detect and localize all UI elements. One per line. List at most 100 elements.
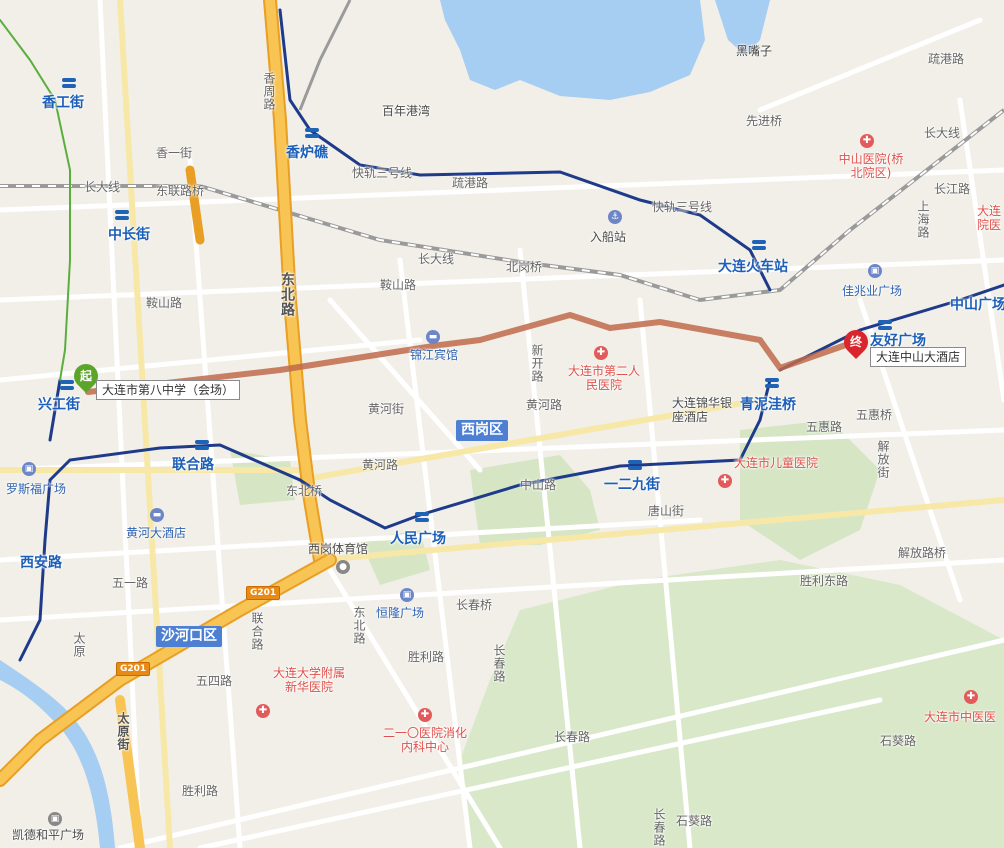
- route-line: [85, 312, 863, 395]
- start-pin[interactable]: 起: [69, 359, 103, 396]
- harbor-water-east: [715, 0, 770, 55]
- road-label: 东联路桥: [156, 184, 205, 198]
- hospital-icon: ✚: [718, 474, 732, 488]
- park-green-2: [740, 420, 880, 560]
- poi-label[interactable]: 黄河大酒店: [126, 526, 187, 540]
- road-label: 长春路: [652, 808, 666, 847]
- road-label: 东北路: [279, 272, 295, 317]
- metro-station-icon: [878, 320, 892, 330]
- road-label: 五惠路: [806, 420, 843, 434]
- mall-icon: ▣: [400, 588, 414, 602]
- hospital-label[interactable]: 大连市第二人民医院: [567, 364, 640, 392]
- park-green-3: [360, 530, 430, 585]
- station-label[interactable]: 中山广场: [950, 297, 1004, 313]
- station-label[interactable]: 兴工街: [38, 397, 80, 413]
- road-label: 香周路: [262, 72, 276, 111]
- road-label: 唐山街: [648, 504, 685, 518]
- road-label: 胜利东路: [800, 574, 849, 588]
- metro-station-icon: [415, 512, 429, 522]
- road-label: 五惠桥: [856, 408, 893, 422]
- river: [0, 660, 115, 848]
- poi-label[interactable]: 入船站: [590, 230, 627, 244]
- road-label: 长江路: [934, 182, 971, 196]
- highway-shield: G201: [116, 662, 151, 676]
- district-label-shahekou[interactable]: 沙河口区: [156, 626, 222, 647]
- poi-label[interactable]: 凯德和平广场: [12, 828, 85, 842]
- road-label: 长春路: [492, 644, 506, 683]
- mall-icon: ▣: [48, 812, 62, 826]
- hospital-icon: ✚: [594, 346, 608, 360]
- park-green-4: [230, 450, 295, 505]
- station-label[interactable]: 一二九街: [604, 477, 660, 493]
- poi-label[interactable]: 罗斯福广场: [6, 482, 67, 496]
- end-pin[interactable]: 终: [839, 325, 873, 362]
- poi-label[interactable]: 百年港湾: [382, 104, 431, 118]
- hospital-label[interactable]: 大连大学附属新华医院: [272, 666, 345, 694]
- station-label[interactable]: 香炉礁: [286, 145, 328, 161]
- road-label: 石葵路: [880, 734, 917, 748]
- station-label[interactable]: 人民广场: [390, 531, 446, 547]
- hospital-label[interactable]: 大连院医: [976, 204, 1001, 232]
- road-label: 五四路: [196, 674, 233, 688]
- metro-station-icon: [305, 128, 319, 138]
- road-label: 太原: [72, 632, 86, 658]
- road-label: 东北路: [352, 606, 366, 645]
- poi-label[interactable]: 西岗体育馆: [308, 542, 369, 556]
- hospital-icon: ✚: [418, 708, 432, 722]
- hospital-icon: ✚: [256, 704, 270, 718]
- railway-north: [298, 0, 352, 111]
- poi-label[interactable]: 大连锦华银座酒店: [672, 396, 733, 424]
- hotel-icon: ▬: [150, 508, 164, 522]
- end-pin-text: 终: [849, 335, 862, 349]
- station-label[interactable]: 大连火车站: [718, 259, 788, 275]
- road-label: 鞍山路: [380, 278, 417, 292]
- road-label: 解放街: [876, 440, 890, 479]
- road-label: 北岗桥: [506, 260, 543, 274]
- hotel-icon: ▬: [426, 330, 440, 344]
- district-label-xigang[interactable]: 西岗区: [456, 420, 508, 441]
- station-label[interactable]: 青泥洼桥: [740, 397, 796, 413]
- road-label: 黄河路: [526, 398, 563, 412]
- ferry-icon: ⚓: [608, 210, 622, 224]
- start-label[interactable]: 大连市第八中学（会场）: [96, 380, 241, 400]
- road-label: 新开路: [530, 344, 544, 383]
- road-label: 长大线: [418, 252, 455, 266]
- station-label[interactable]: 中长街: [108, 227, 150, 243]
- start-pin-text: 起: [79, 369, 92, 383]
- road-label: 胜利路: [182, 784, 219, 798]
- end-label[interactable]: 大连中山大酒店: [870, 347, 967, 367]
- station-label[interactable]: 联合路: [172, 457, 214, 473]
- poi-label[interactable]: 锦江宾馆: [410, 348, 459, 362]
- hospital-label[interactable]: 中山医院(桥北院区): [838, 152, 904, 180]
- metro-station-icon: [628, 460, 642, 470]
- station-label[interactable]: 友好广场: [870, 333, 926, 349]
- road-label: 疏港路: [928, 52, 965, 66]
- road-label: 胜利路: [408, 650, 445, 664]
- mall-icon: ▣: [868, 264, 882, 278]
- hospital-icon: ✚: [964, 690, 978, 704]
- metro-station-icon: [195, 440, 209, 450]
- poi-label[interactable]: 恒隆广场: [376, 606, 425, 620]
- metro-station-icon: [115, 210, 129, 220]
- hospital-label[interactable]: 大连市儿童医院: [734, 456, 819, 470]
- station-label[interactable]: 西安路: [20, 555, 62, 571]
- road-label: 上海路: [916, 200, 930, 239]
- hospital-icon: ✚: [860, 134, 874, 148]
- road-label: 快轨三号线: [652, 200, 713, 214]
- poi-label[interactable]: 佳兆业广场: [842, 284, 903, 298]
- hospital-label[interactable]: 二一〇医院消化内科中心: [382, 726, 467, 754]
- station-label[interactable]: 香工街: [42, 95, 84, 111]
- metro-station-icon: [62, 78, 76, 88]
- highway-shield: G201: [246, 586, 281, 600]
- road-label: 联合路: [250, 612, 264, 651]
- road-label: 五一路: [112, 576, 149, 590]
- hospital-label[interactable]: 大连市中医医: [924, 710, 997, 724]
- metro-station-icon: [765, 378, 779, 388]
- road-label: 解放路桥: [898, 546, 947, 560]
- road-label: 疏港路: [452, 176, 489, 190]
- road-label: 长大线: [924, 126, 961, 140]
- road-label: 黄河街: [368, 402, 405, 416]
